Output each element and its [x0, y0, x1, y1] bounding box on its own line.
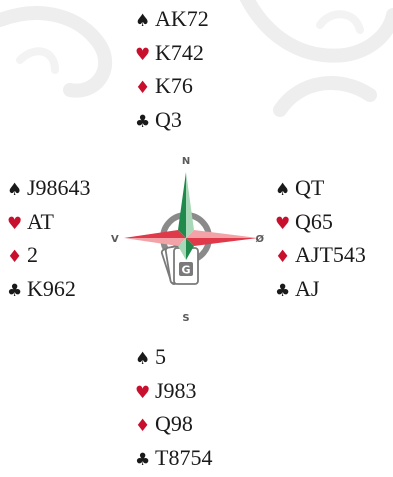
- west-diamonds-row: ♦2: [7, 238, 91, 272]
- compass-east-label: Ø: [255, 233, 264, 245]
- west-clubs-row: ♣K962: [7, 272, 91, 306]
- east-hearts-row: ♥Q65: [275, 205, 366, 239]
- spade-icon: ♠: [135, 5, 155, 39]
- card-stack-icon: G: [161, 243, 198, 285]
- south-diamonds-row: ♦Q98: [135, 407, 212, 441]
- north-hand: ♠AK72 ♥K742 ♦K76 ♣Q3: [135, 2, 209, 136]
- north-clubs: Q3: [155, 107, 182, 132]
- diamond-icon: ♦: [275, 241, 295, 275]
- heart-icon: ♥: [275, 208, 295, 242]
- heart-icon: ♥: [7, 208, 27, 242]
- west-spades-row: ♠J98643: [7, 171, 91, 205]
- spade-icon: ♠: [7, 174, 27, 208]
- south-hearts-row: ♥J983: [135, 374, 212, 408]
- west-hand: ♠J98643 ♥AT ♦2 ♣K962: [7, 171, 91, 305]
- compass-rose: N S V Ø G: [108, 152, 276, 324]
- card-letter: G: [181, 264, 190, 277]
- south-spades: 5: [155, 344, 166, 369]
- east-clubs: AJ: [295, 276, 319, 301]
- south-clubs-row: ♣T8754: [135, 441, 212, 475]
- diamond-icon: ♦: [135, 72, 155, 106]
- south-diamonds: Q98: [155, 411, 193, 436]
- diamond-icon: ♦: [7, 241, 27, 275]
- south-hand: ♠5 ♥J983 ♦Q98 ♣T8754: [135, 340, 212, 474]
- south-hearts: J983: [155, 378, 197, 403]
- west-spades: J98643: [27, 175, 91, 200]
- compass-north-label: N: [182, 156, 190, 167]
- east-clubs-row: ♣AJ: [275, 272, 366, 306]
- diamond-icon: ♦: [135, 410, 155, 444]
- west-clubs: K962: [27, 276, 76, 301]
- spade-icon: ♠: [275, 174, 295, 208]
- compass-west-label: V: [111, 234, 119, 245]
- heart-icon: ♥: [135, 39, 155, 73]
- east-diamonds: AJT543: [295, 242, 366, 267]
- compass-south-label: S: [182, 313, 189, 324]
- south-clubs: T8754: [155, 445, 212, 470]
- spade-icon: ♠: [135, 343, 155, 377]
- north-clubs-row: ♣Q3: [135, 103, 209, 137]
- club-icon: ♣: [275, 275, 295, 309]
- compass-north-south-points: [178, 172, 194, 260]
- north-diamonds: K76: [155, 73, 193, 98]
- north-hearts: K742: [155, 40, 204, 65]
- west-hearts-row: ♥AT: [7, 205, 91, 239]
- heart-icon: ♥: [135, 377, 155, 411]
- north-spades: AK72: [155, 6, 209, 31]
- east-diamonds-row: ♦AJT543: [275, 238, 366, 272]
- east-spades-row: ♠QT: [275, 171, 366, 205]
- north-diamonds-row: ♦K76: [135, 69, 209, 103]
- north-hearts-row: ♥K742: [135, 36, 209, 70]
- west-hearts: AT: [27, 209, 54, 234]
- east-hearts: Q65: [295, 209, 333, 234]
- club-icon: ♣: [7, 275, 27, 309]
- club-icon: ♣: [135, 444, 155, 477]
- north-spades-row: ♠AK72: [135, 2, 209, 36]
- club-icon: ♣: [135, 106, 155, 140]
- west-diamonds: 2: [27, 242, 38, 267]
- east-hand: ♠QT ♥Q65 ♦AJT543 ♣AJ: [275, 171, 366, 305]
- south-spades-row: ♠5: [135, 340, 212, 374]
- east-spades: QT: [295, 175, 324, 200]
